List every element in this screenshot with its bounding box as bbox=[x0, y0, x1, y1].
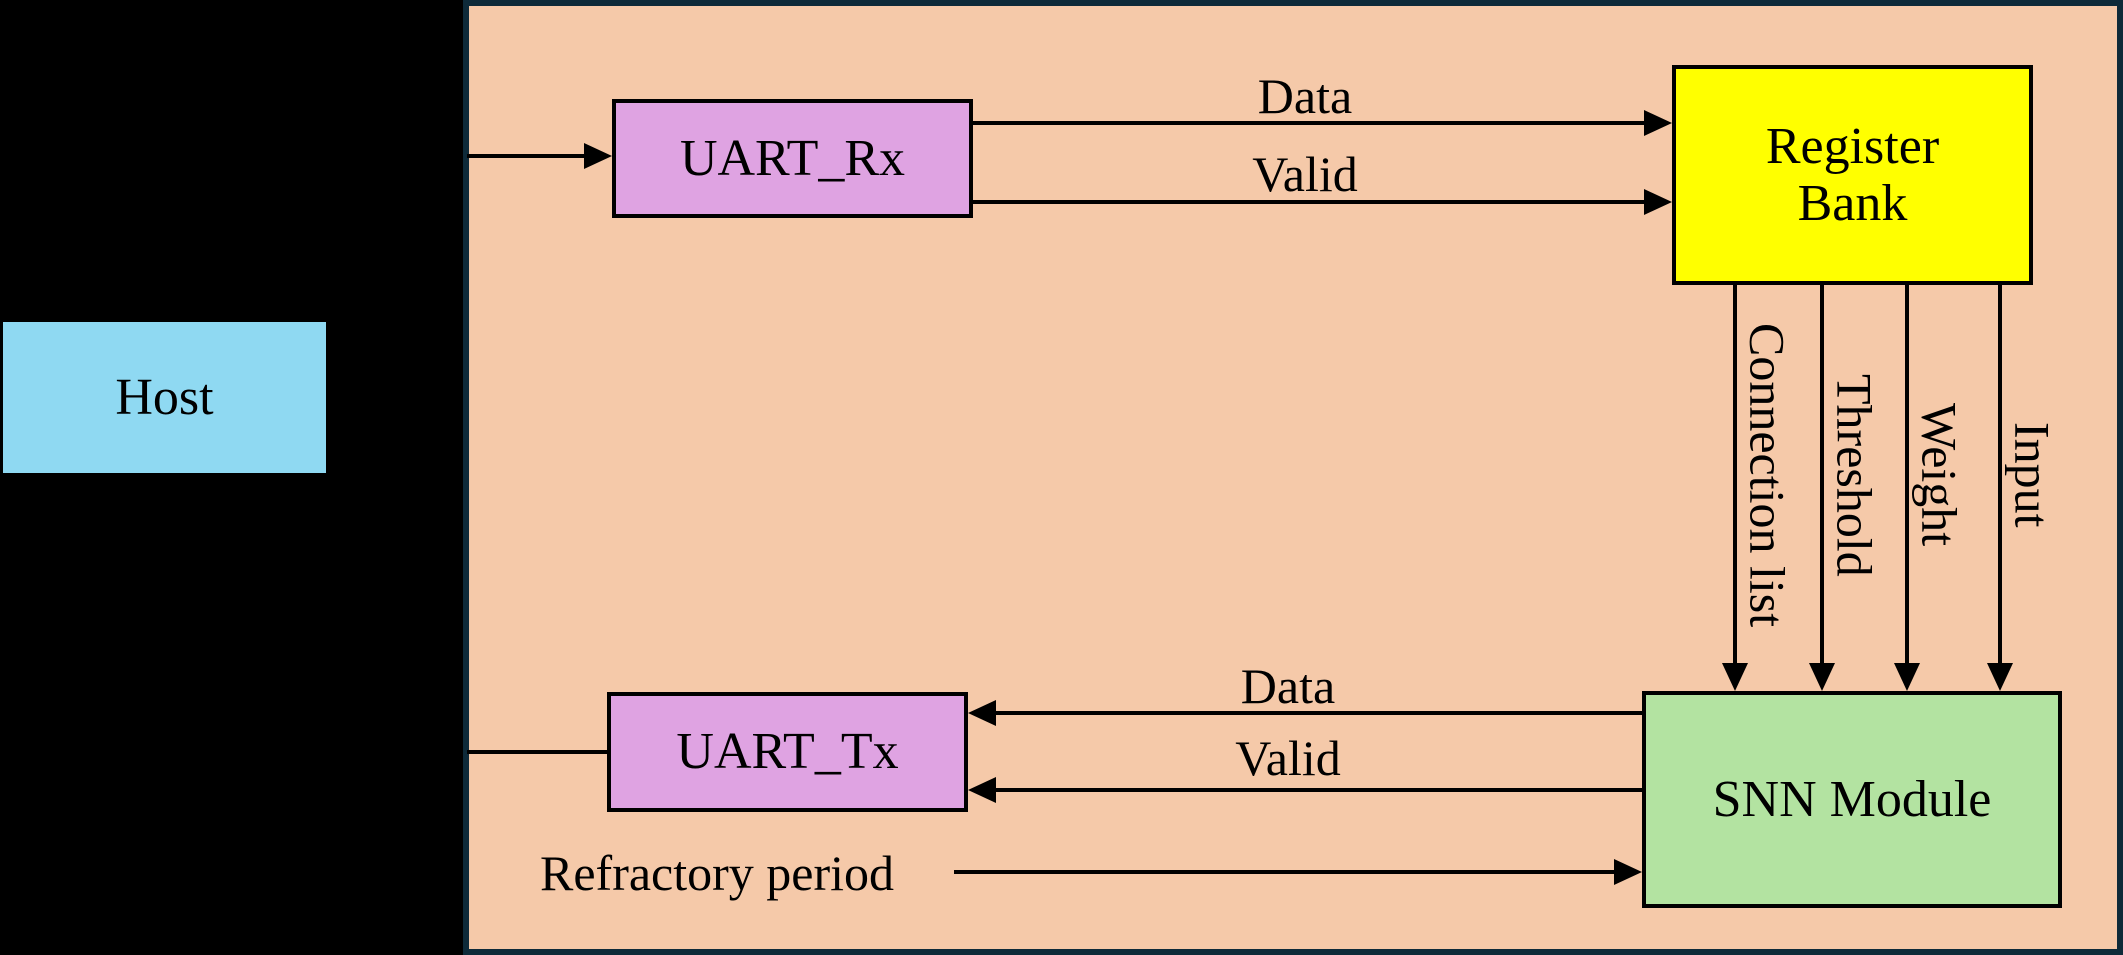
host-to-uart-rx-line bbox=[467, 154, 585, 158]
connection-list-label: Connection list bbox=[1739, 322, 1796, 628]
weight-line bbox=[1905, 285, 1909, 663]
uart-rx-block: UART_Rx bbox=[612, 99, 973, 218]
host-block: Host bbox=[3, 322, 326, 473]
refractory-period-arrowhead-icon bbox=[1614, 859, 1642, 885]
data-top-label: Data bbox=[1257, 68, 1353, 124]
refractory-period-label: Refractory period bbox=[540, 845, 895, 901]
snn-module-block: SNN Module bbox=[1642, 691, 2062, 908]
data-top-line bbox=[973, 121, 1645, 125]
refractory-period-line bbox=[954, 870, 1614, 874]
valid-top-line bbox=[973, 200, 1645, 204]
data-bottom-line bbox=[996, 711, 1642, 715]
valid-top-label: Valid bbox=[1252, 146, 1358, 202]
valid-bottom-label: Valid bbox=[1235, 730, 1341, 786]
uart-rx-label: UART_Rx bbox=[679, 129, 906, 187]
uart-tx-to-host-line bbox=[467, 750, 607, 754]
input-arrowhead-icon bbox=[1987, 663, 2013, 691]
weight-arrowhead-icon bbox=[1894, 663, 1920, 691]
threshold-line bbox=[1820, 285, 1824, 663]
weight-label: Weight bbox=[1911, 403, 1968, 547]
data-bottom-label: Data bbox=[1240, 658, 1336, 714]
threshold-arrowhead-icon bbox=[1809, 663, 1835, 691]
uart-tx-label: UART_Tx bbox=[676, 723, 899, 781]
snn-module-label: SNN Module bbox=[1712, 770, 1992, 828]
input-line bbox=[1998, 285, 2002, 663]
threshold-label: Threshold bbox=[1826, 373, 1883, 577]
host-label: Host bbox=[115, 368, 214, 426]
connection-list-line bbox=[1733, 285, 1737, 663]
register-bank-block: Register Bank bbox=[1672, 65, 2033, 285]
data-top-arrowhead-icon bbox=[1644, 110, 1672, 136]
data-bottom-arrowhead-icon bbox=[968, 700, 996, 726]
register-bank-label: Register Bank bbox=[1765, 117, 1940, 232]
valid-bottom-line bbox=[996, 788, 1642, 792]
valid-bottom-arrowhead-icon bbox=[968, 777, 996, 803]
uart-tx-block: UART_Tx bbox=[607, 692, 968, 812]
connection-list-arrowhead-icon bbox=[1722, 663, 1748, 691]
valid-top-arrowhead-icon bbox=[1644, 189, 1672, 215]
host-to-uart-rx-arrowhead-icon bbox=[584, 143, 612, 169]
input-label: Input bbox=[2004, 422, 2061, 528]
